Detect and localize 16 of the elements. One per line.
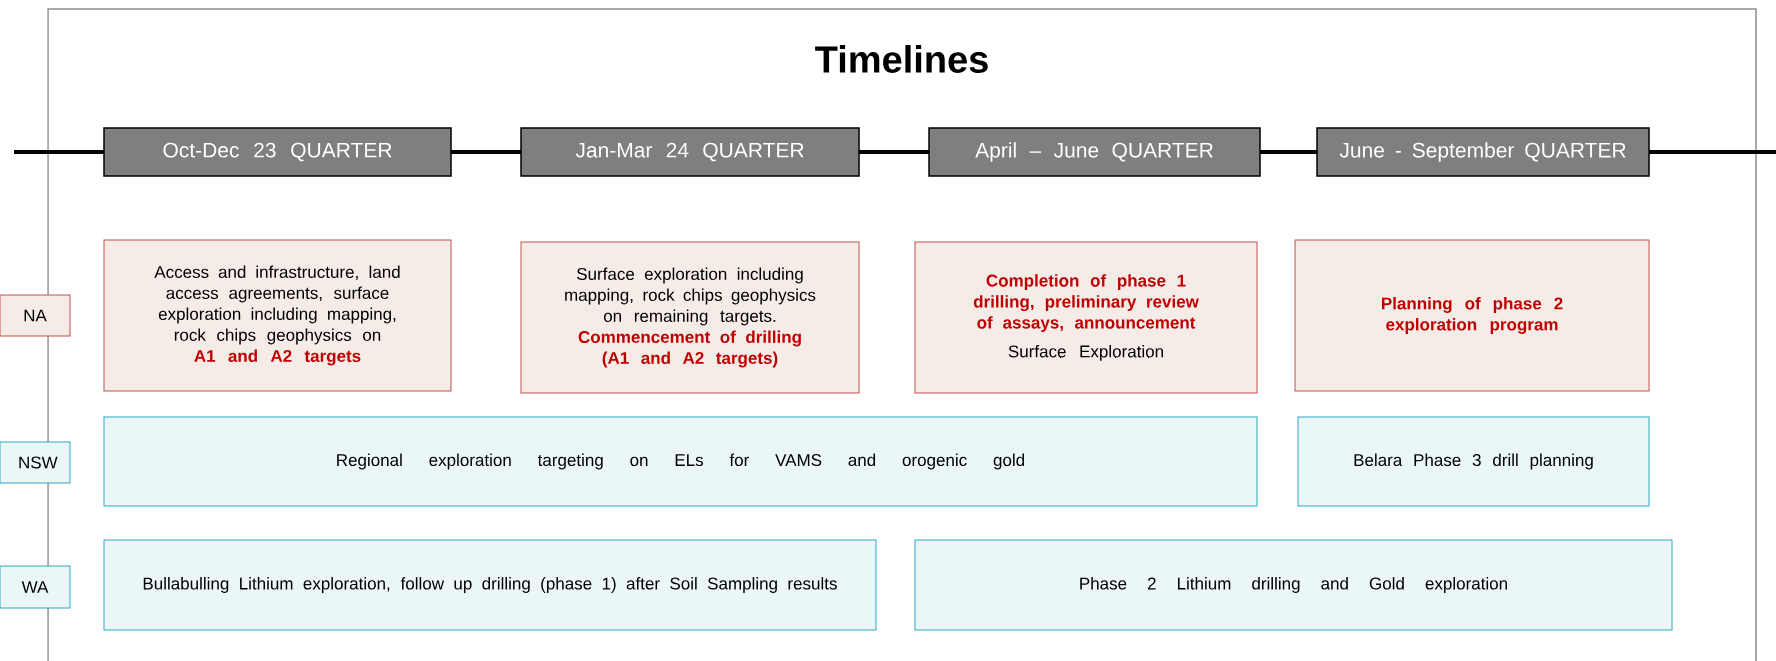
- quarter-header: April – June QUARTER: [928, 127, 1261, 177]
- activity-box: Planning of phase 2 exploration program: [1294, 239, 1650, 392]
- quarter-header: June - September QUARTER: [1316, 127, 1650, 177]
- title: Timelines: [815, 45, 988, 73]
- activity-box: Belara Phase 3 drill planning: [1297, 416, 1650, 507]
- activity-box: Access and infrastructure, land access agreements, surface exploration including mapping, rock chips geophysics on A1 and A2 targets: [103, 239, 452, 392]
- activity-box: Bullabulling Lithium exploration, follow up drilling (phase 1) after Soil Sampling results: [103, 539, 877, 631]
- region-label: NA: [0, 294, 71, 337]
- activity-box: Completion of phase 1 drilling, preliminary review of assays, announcement Surface Exploration: [914, 241, 1258, 394]
- activity-box: Phase 2 Lithium drilling and Gold exploration: [914, 539, 1673, 631]
- activity-box: Regional exploration targeting on ELs for VAMS and orogenic gold: [103, 416, 1258, 507]
- activity-box: Surface exploration including mapping, rock chips geophysics on remaining targets. Commencement of drilling (A1 and A2 targets): [520, 241, 860, 394]
- region-label: WA: [0, 565, 71, 609]
- region-label: NSW: [0, 441, 71, 484]
- quarter-header: Jan-Mar 24 QUARTER: [520, 127, 860, 177]
- quarter-header: Oct-Dec 23 QUARTER: [103, 127, 452, 177]
